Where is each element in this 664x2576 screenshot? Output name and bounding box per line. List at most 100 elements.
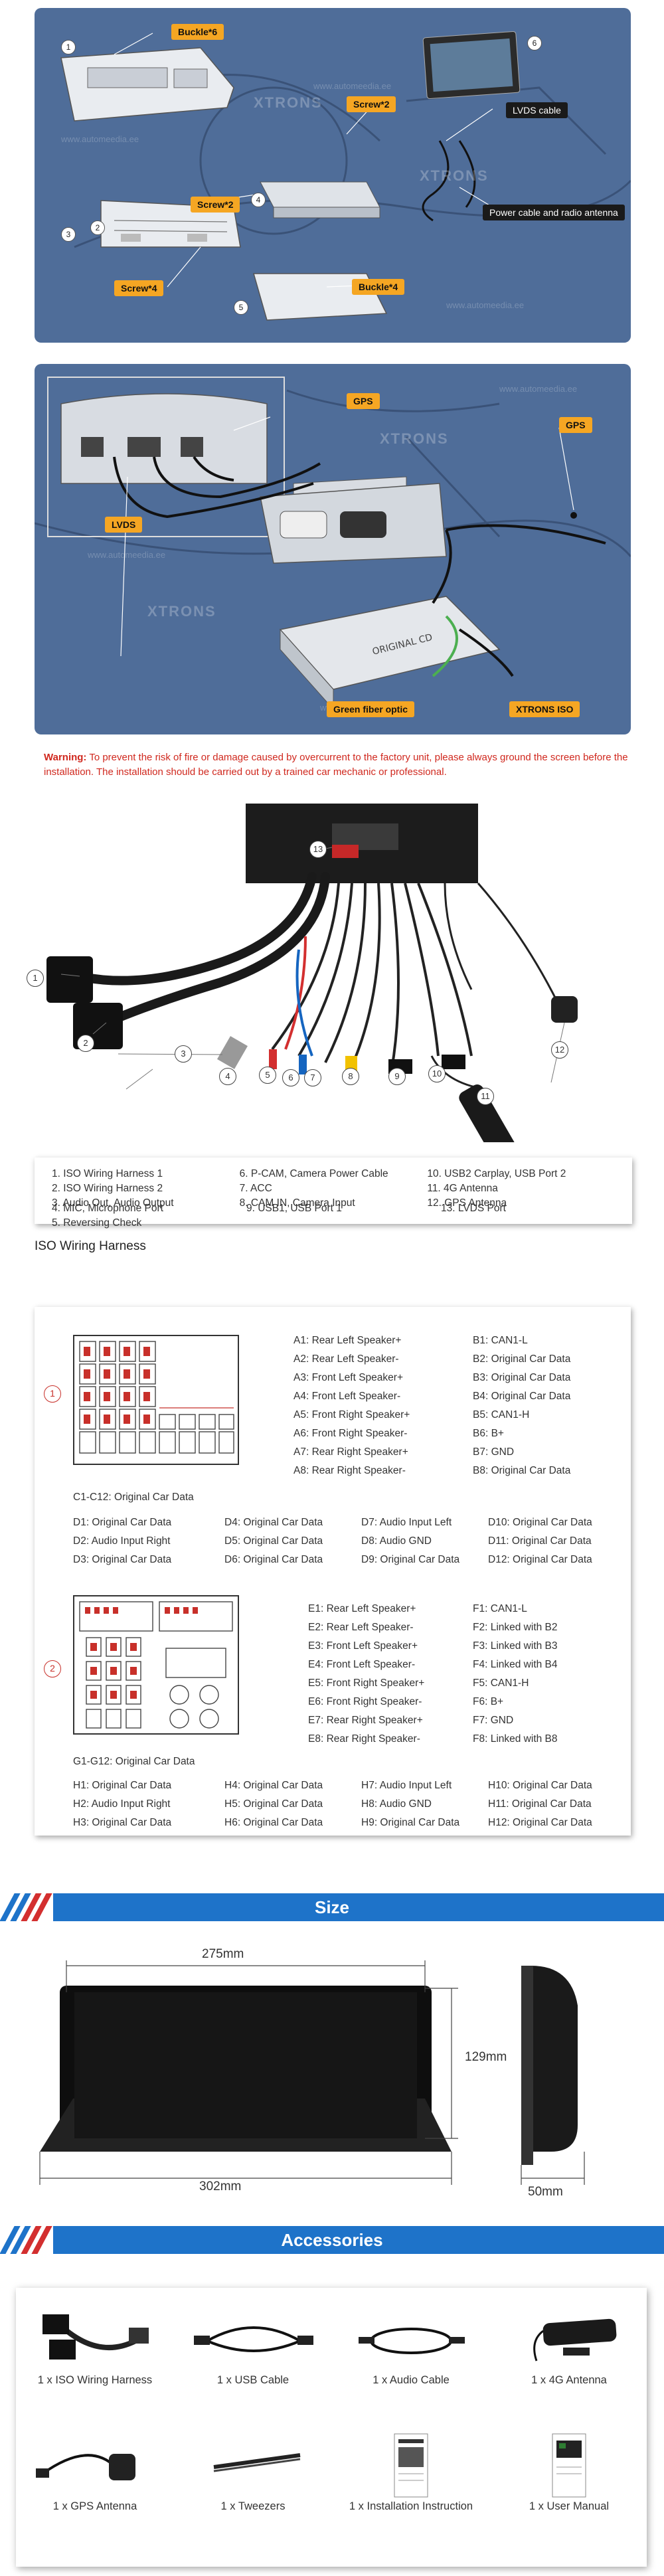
label-screw-2-top: Screw*2 <box>347 96 396 112</box>
step-number: 3 <box>61 227 76 242</box>
pin-e8: E8: Rear Right Speaker- <box>308 1733 420 1745</box>
accessory-item: 1 x 4G Antenna <box>490 2301 648 2387</box>
pin-d10: D10: Original Car Data <box>488 1517 592 1528</box>
pin-f2: F2: Linked with B2 <box>473 1622 558 1633</box>
wiring-harness-photo: 1 2 3 4 5 6 7 8 9 10 11 12 13 <box>20 804 637 1173</box>
legend-item: 5. Reversing Check <box>52 1217 142 1229</box>
legend-item: 11. 4G Antenna <box>427 1183 498 1194</box>
accessory-label: 1 x USB Cable <box>216 2374 290 2386</box>
warning-text: Warning: To prevent the risk of fire or … <box>44 750 628 780</box>
accessory-label: 1 x 4G Antenna <box>531 2374 607 2386</box>
connector-2-pinout-diagram <box>73 1595 239 1735</box>
pin-b8: B8: Original Car Data <box>473 1465 571 1476</box>
pin-e3: E3: Front Left Speaker+ <box>308 1640 418 1652</box>
accessory-item: 1 x ISO Wiring Harness <box>16 2301 174 2387</box>
harness-legend: 1. ISO Wiring Harness 1 2. ISO Wiring Ha… <box>35 1158 632 1224</box>
accessory-item: 1 x Tweezers <box>174 2427 332 2513</box>
usb-cable-image <box>174 2301 332 2374</box>
harness-callout: 9 <box>388 1068 406 1085</box>
watermark-site: www.automeedia.ee <box>313 81 392 91</box>
accessory-label: 1 x Audio Cable <box>373 2374 450 2386</box>
pin-f8: F8: Linked with B8 <box>473 1733 558 1745</box>
harness-callout: 13 <box>309 841 327 858</box>
pin-f4: F4: Linked with B4 <box>473 1659 558 1670</box>
legend-item: 4. MIC, Microphone Port <box>52 1203 163 1214</box>
watermark-site: www.automeedia.ee <box>446 300 525 310</box>
legend-column-2: 6. P-CAM, Camera Power Cable 7. ACC 8. C… <box>240 1167 428 1215</box>
accessory-label: 1 x GPS Antenna <box>52 2500 137 2512</box>
pin-a4: A4: Front Left Speaker- <box>293 1391 401 1402</box>
label-green-fiber-optic: Green fiber optic <box>327 701 415 717</box>
label-screw-2-mid: Screw*2 <box>191 197 240 213</box>
dim-depth: 50mm <box>528 2185 563 2199</box>
label-gps-left: GPS <box>347 393 380 409</box>
accessories-box: 1 x ISO Wiring Harness 1 x USB Cable 1 x… <box>16 2288 647 2567</box>
pin-a8: A8: Rear Right Speaker- <box>293 1465 406 1476</box>
harness-callout: 1 <box>27 970 44 987</box>
pin-h8: H8: Audio GND <box>361 1798 432 1810</box>
pin-h2: H2: Audio Input Right <box>73 1798 171 1810</box>
pin-d6: D6: Original Car Data <box>224 1554 323 1565</box>
legend-item: 8. CAM IN, Camera Input <box>239 1197 355 1209</box>
accessory-item: 1 x Installation Instruction <box>332 2427 490 2513</box>
size-section-header: Size <box>0 1893 664 1921</box>
pin-d3: D3: Original Car Data <box>73 1554 172 1565</box>
pin-b2: B2: Original Car Data <box>473 1353 571 1365</box>
label-buckle-4: Buckle*4 <box>352 279 405 295</box>
legend-column-1: 1. ISO Wiring Harness 1 2. ISO Wiring Ha… <box>52 1167 240 1215</box>
step-number: 6 <box>527 36 542 50</box>
size-title: Size <box>314 1897 350 1917</box>
pin-h7: H7: Audio Input Left <box>361 1780 452 1791</box>
pin-b6: B6: B+ <box>473 1428 504 1439</box>
accessory-label: 1 x Installation Instruction <box>349 2500 473 2512</box>
c-range-text: C1-C12: Original Car Data <box>73 1492 194 1503</box>
header-stripes <box>0 1893 53 1921</box>
pin-h6: H6: Original Car Data <box>224 1817 323 1828</box>
user-manual-image <box>490 2427 648 2500</box>
label-gps-right: GPS <box>559 417 592 433</box>
pin-d7: D7: Audio Input Left <box>361 1517 452 1528</box>
step-number: 4 <box>251 193 266 207</box>
pin-h12: H12: Original Car Data <box>488 1817 592 1828</box>
legend-item: 10. USB2 Carplay, USB Port 2 <box>427 1168 566 1179</box>
accessories-title: Accessories <box>281 2230 383 2250</box>
pin-d2: D2: Audio Input Right <box>73 1535 171 1547</box>
warning-label: Warning: <box>44 752 87 763</box>
warning-body: To prevent the risk of fire or damage ca… <box>44 752 628 778</box>
pin-b4: B4: Original Car Data <box>473 1391 571 1402</box>
harness-callout: 6 <box>282 1069 299 1086</box>
4g-antenna-image <box>490 2301 648 2374</box>
harness-callout: 12 <box>551 1041 568 1059</box>
harness-callout: 5 <box>259 1067 276 1084</box>
harness-callout: 8 <box>342 1068 359 1085</box>
pin-f6: F6: B+ <box>473 1696 504 1707</box>
size-diagram <box>39 1960 585 2185</box>
accessories-section-header: Accessories <box>0 2226 664 2254</box>
harness-callout: 2 <box>77 1035 94 1052</box>
pin-h5: H5: Original Car Data <box>224 1798 323 1810</box>
pin-d9: D9: Original Car Data <box>361 1554 460 1565</box>
iso-section-title: ISO Wiring Harness <box>35 1239 146 1253</box>
pin-a3: A3: Front Left Speaker+ <box>293 1372 403 1383</box>
harness-callout: 4 <box>219 1068 236 1085</box>
pin-h9: H9: Original Car Data <box>361 1817 460 1828</box>
watermark-logo: XTRONS <box>380 430 449 447</box>
pin-b3: B3: Original Car Data <box>473 1372 571 1383</box>
watermark-site: www.automeedia.ee <box>61 134 139 144</box>
accessory-item: 1 x User Manual <box>490 2427 648 2513</box>
iso-wiring-content: 1 A1: Rear Left Speaker+ A2: Rear Left S… <box>35 1307 631 1836</box>
pin-f3: F3: Linked with B3 <box>473 1640 558 1652</box>
pin-e5: E5: Front Right Speaker+ <box>308 1677 425 1689</box>
pin-b1: B1: CAN1-L <box>473 1335 528 1346</box>
connector-1-pinout-diagram <box>73 1335 239 1465</box>
pin-a5: A5: Front Right Speaker+ <box>293 1409 410 1420</box>
pin-d8: D8: Audio GND <box>361 1535 432 1547</box>
step-number: 1 <box>61 40 76 54</box>
connector-number: 2 <box>44 1660 61 1677</box>
pin-a1: A1: Rear Left Speaker+ <box>293 1335 402 1346</box>
pin-d4: D4: Original Car Data <box>224 1517 323 1528</box>
accessory-item: 1 x GPS Antenna <box>16 2427 174 2513</box>
pin-b5: B5: CAN1-H <box>473 1409 530 1420</box>
label-lvds-cable: LVDS cable <box>506 102 568 118</box>
pin-f5: F5: CAN1-H <box>473 1677 529 1689</box>
